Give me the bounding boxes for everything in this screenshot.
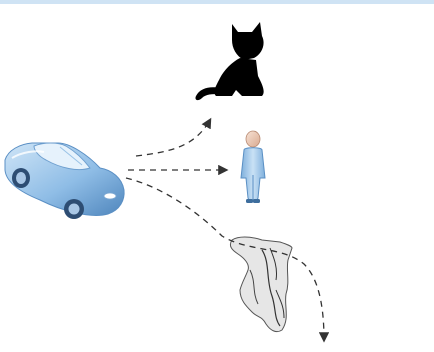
arrow-car-to-cat (135, 117, 212, 157)
cat-icon (195, 22, 264, 101)
top-strip (0, 0, 434, 4)
car-icon (4, 142, 125, 219)
cliff-icon (229, 236, 293, 333)
arrow-car-to-cliff (125, 177, 330, 343)
person-icon (240, 130, 266, 203)
